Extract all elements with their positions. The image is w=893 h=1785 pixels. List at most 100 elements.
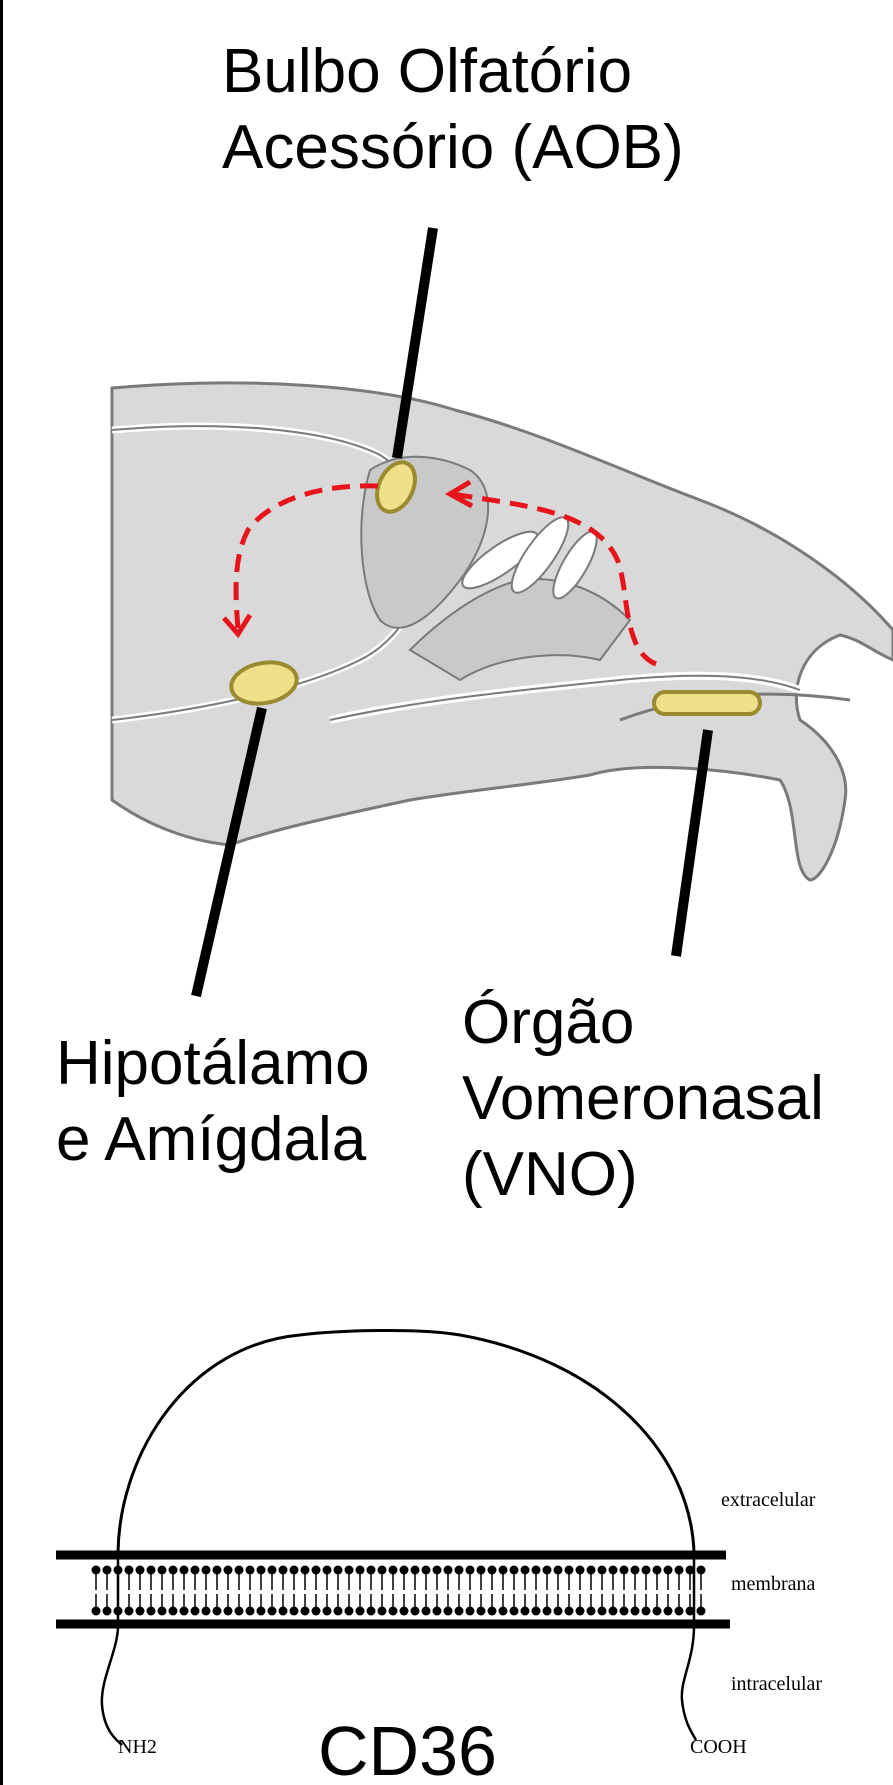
phospholipid-head bbox=[345, 1607, 354, 1616]
phospholipid-head bbox=[466, 1607, 475, 1616]
phospholipid-head bbox=[279, 1566, 288, 1575]
phospholipid-head bbox=[125, 1607, 134, 1616]
phospholipid-head bbox=[290, 1566, 299, 1575]
phospholipid-head bbox=[400, 1566, 409, 1575]
cd36-extracellular-loop bbox=[118, 1330, 694, 1552]
phospholipid-head bbox=[180, 1566, 189, 1575]
phospholipid-head bbox=[587, 1566, 596, 1575]
phospholipid-head bbox=[565, 1607, 574, 1616]
phospholipid-head bbox=[235, 1566, 244, 1575]
phospholipid-head bbox=[345, 1566, 354, 1575]
phospholipid-head bbox=[400, 1607, 409, 1616]
n-terminus-label: NH2 bbox=[118, 1736, 157, 1758]
phospholipid-head bbox=[257, 1566, 266, 1575]
phospholipid-head bbox=[367, 1566, 376, 1575]
phospholipid-head bbox=[510, 1566, 519, 1575]
phospholipid-head bbox=[675, 1566, 684, 1575]
phospholipid-head bbox=[642, 1566, 651, 1575]
phospholipid-head bbox=[279, 1607, 288, 1616]
phospholipid-head bbox=[455, 1566, 464, 1575]
phospholipid-head bbox=[532, 1566, 541, 1575]
vno-structure bbox=[654, 692, 760, 714]
phospholipid-head bbox=[158, 1607, 167, 1616]
phospholipid-head bbox=[631, 1566, 640, 1575]
phospholipid-head bbox=[202, 1566, 211, 1575]
phospholipid-head bbox=[92, 1566, 101, 1575]
phospholipid-head bbox=[257, 1607, 266, 1616]
phospholipid-head bbox=[488, 1607, 497, 1616]
phospholipid-head bbox=[169, 1607, 178, 1616]
phospholipid-head bbox=[565, 1566, 574, 1575]
phospholipid-head bbox=[213, 1607, 222, 1616]
phospholipid-head bbox=[224, 1566, 233, 1575]
phospholipid-head bbox=[664, 1607, 673, 1616]
phospholipid-head bbox=[378, 1607, 387, 1616]
phospholipid-head bbox=[422, 1607, 431, 1616]
phospholipid-head bbox=[334, 1566, 343, 1575]
phospholipid-head bbox=[389, 1566, 398, 1575]
phospholipid-head bbox=[323, 1566, 332, 1575]
phospholipid-head bbox=[301, 1607, 310, 1616]
phospholipid-head bbox=[356, 1607, 365, 1616]
phospholipid-head bbox=[697, 1566, 706, 1575]
phospholipid-head bbox=[642, 1607, 651, 1616]
phospholipid-head bbox=[268, 1566, 277, 1575]
intracellular-label: intracelular bbox=[731, 1673, 822, 1695]
phospholipid-head bbox=[576, 1607, 585, 1616]
phospholipid-head bbox=[653, 1607, 662, 1616]
phospholipid-head bbox=[532, 1607, 541, 1616]
phospholipid-head bbox=[224, 1607, 233, 1616]
phospholipid-head bbox=[554, 1607, 563, 1616]
phospholipid-head bbox=[598, 1566, 607, 1575]
phospholipid-head bbox=[609, 1566, 618, 1575]
phospholipid-head bbox=[477, 1607, 486, 1616]
skull-silhouette bbox=[112, 383, 893, 880]
phospholipid-head bbox=[136, 1607, 145, 1616]
phospholipid-head bbox=[653, 1566, 662, 1575]
phospholipid-head bbox=[180, 1607, 189, 1616]
phospholipid-head bbox=[455, 1607, 464, 1616]
phospholipid-head bbox=[466, 1566, 475, 1575]
phospholipid-head bbox=[103, 1607, 112, 1616]
phospholipid-head bbox=[235, 1607, 244, 1616]
phospholipid-head bbox=[367, 1607, 376, 1616]
phospholipid-head bbox=[356, 1566, 365, 1575]
phospholipid-head bbox=[499, 1607, 508, 1616]
phospholipid-head bbox=[631, 1607, 640, 1616]
phospholipid-head bbox=[213, 1566, 222, 1575]
phospholipid-head bbox=[499, 1566, 508, 1575]
phospholipid-head bbox=[92, 1607, 101, 1616]
phospholipid-head bbox=[301, 1566, 310, 1575]
phospholipid-head bbox=[488, 1566, 497, 1575]
phospholipid-head bbox=[477, 1566, 486, 1575]
phospholipid-head bbox=[147, 1607, 156, 1616]
phospholipid-head bbox=[587, 1607, 596, 1616]
phospholipid-head bbox=[290, 1607, 299, 1616]
phospholipid-head bbox=[103, 1566, 112, 1575]
phospholipid-head bbox=[191, 1607, 200, 1616]
phospholipid-head bbox=[136, 1566, 145, 1575]
cd36-title: CD36 bbox=[318, 1712, 497, 1785]
phospholipid-head bbox=[246, 1607, 255, 1616]
phospholipid-head bbox=[246, 1566, 255, 1575]
cd36-n-terminus-tail bbox=[102, 1552, 122, 1745]
phospholipid-head bbox=[411, 1566, 420, 1575]
cd36-diagram bbox=[56, 1330, 730, 1745]
phospholipid-head bbox=[554, 1566, 563, 1575]
phospholipid-head bbox=[147, 1566, 156, 1575]
phospholipid-head bbox=[609, 1607, 618, 1616]
phospholipid-head bbox=[191, 1566, 200, 1575]
phospholipid-head bbox=[433, 1607, 442, 1616]
phospholipid-head bbox=[312, 1607, 321, 1616]
phospholipid-head bbox=[158, 1566, 167, 1575]
phospholipid-head bbox=[444, 1566, 453, 1575]
cd36-c-terminus-tail bbox=[682, 1552, 696, 1740]
extracellular-label: extracelular bbox=[721, 1489, 816, 1511]
phospholipid-head bbox=[323, 1607, 332, 1616]
c-terminus-label: COOH bbox=[690, 1736, 747, 1758]
lipid-bilayer bbox=[92, 1566, 706, 1616]
phospholipid-head bbox=[675, 1607, 684, 1616]
phospholipid-head bbox=[312, 1566, 321, 1575]
phospholipid-head bbox=[598, 1607, 607, 1616]
